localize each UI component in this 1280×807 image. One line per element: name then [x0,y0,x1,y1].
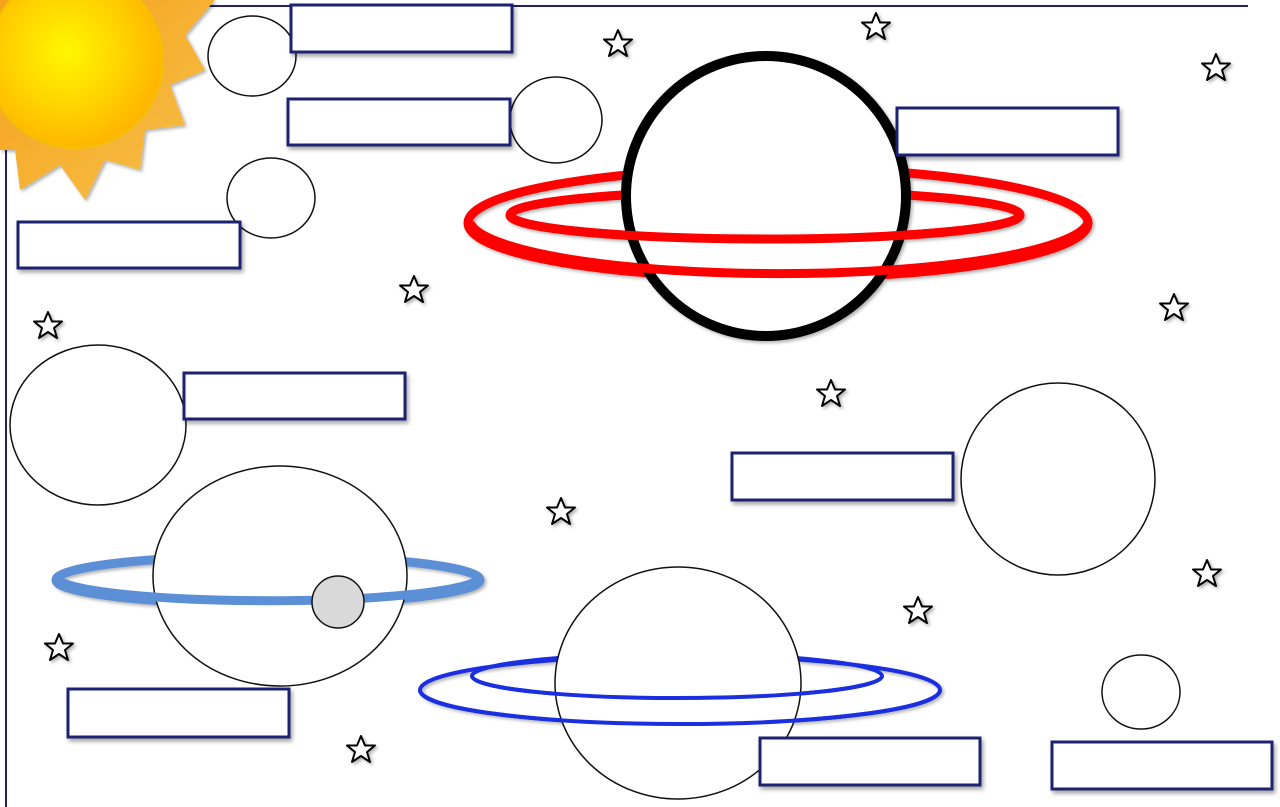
star-icon [816,379,846,407]
star-icon [546,497,576,525]
star-icon [861,12,891,40]
star-icon [399,275,429,303]
planet-pluto [1101,654,1181,730]
star-icon [1201,53,1231,81]
star-icon [1159,293,1189,321]
planet-neptune [960,382,1156,576]
star-icon [1192,559,1222,587]
planet-mercury [207,15,297,97]
star-icon [44,633,74,661]
moon [311,575,365,629]
star-icon [903,596,933,624]
planet-mars [9,344,187,506]
planet-venus [509,76,603,164]
label-boxes [16,3,1274,791]
star-icon [33,311,63,339]
planet-uranus [418,566,942,800]
planet-earth [226,157,316,239]
star-icon [346,735,376,763]
planet-saturn [463,51,1093,341]
planet-jupiter [51,465,485,687]
star-icon [603,29,633,57]
sun-icon [0,0,215,200]
